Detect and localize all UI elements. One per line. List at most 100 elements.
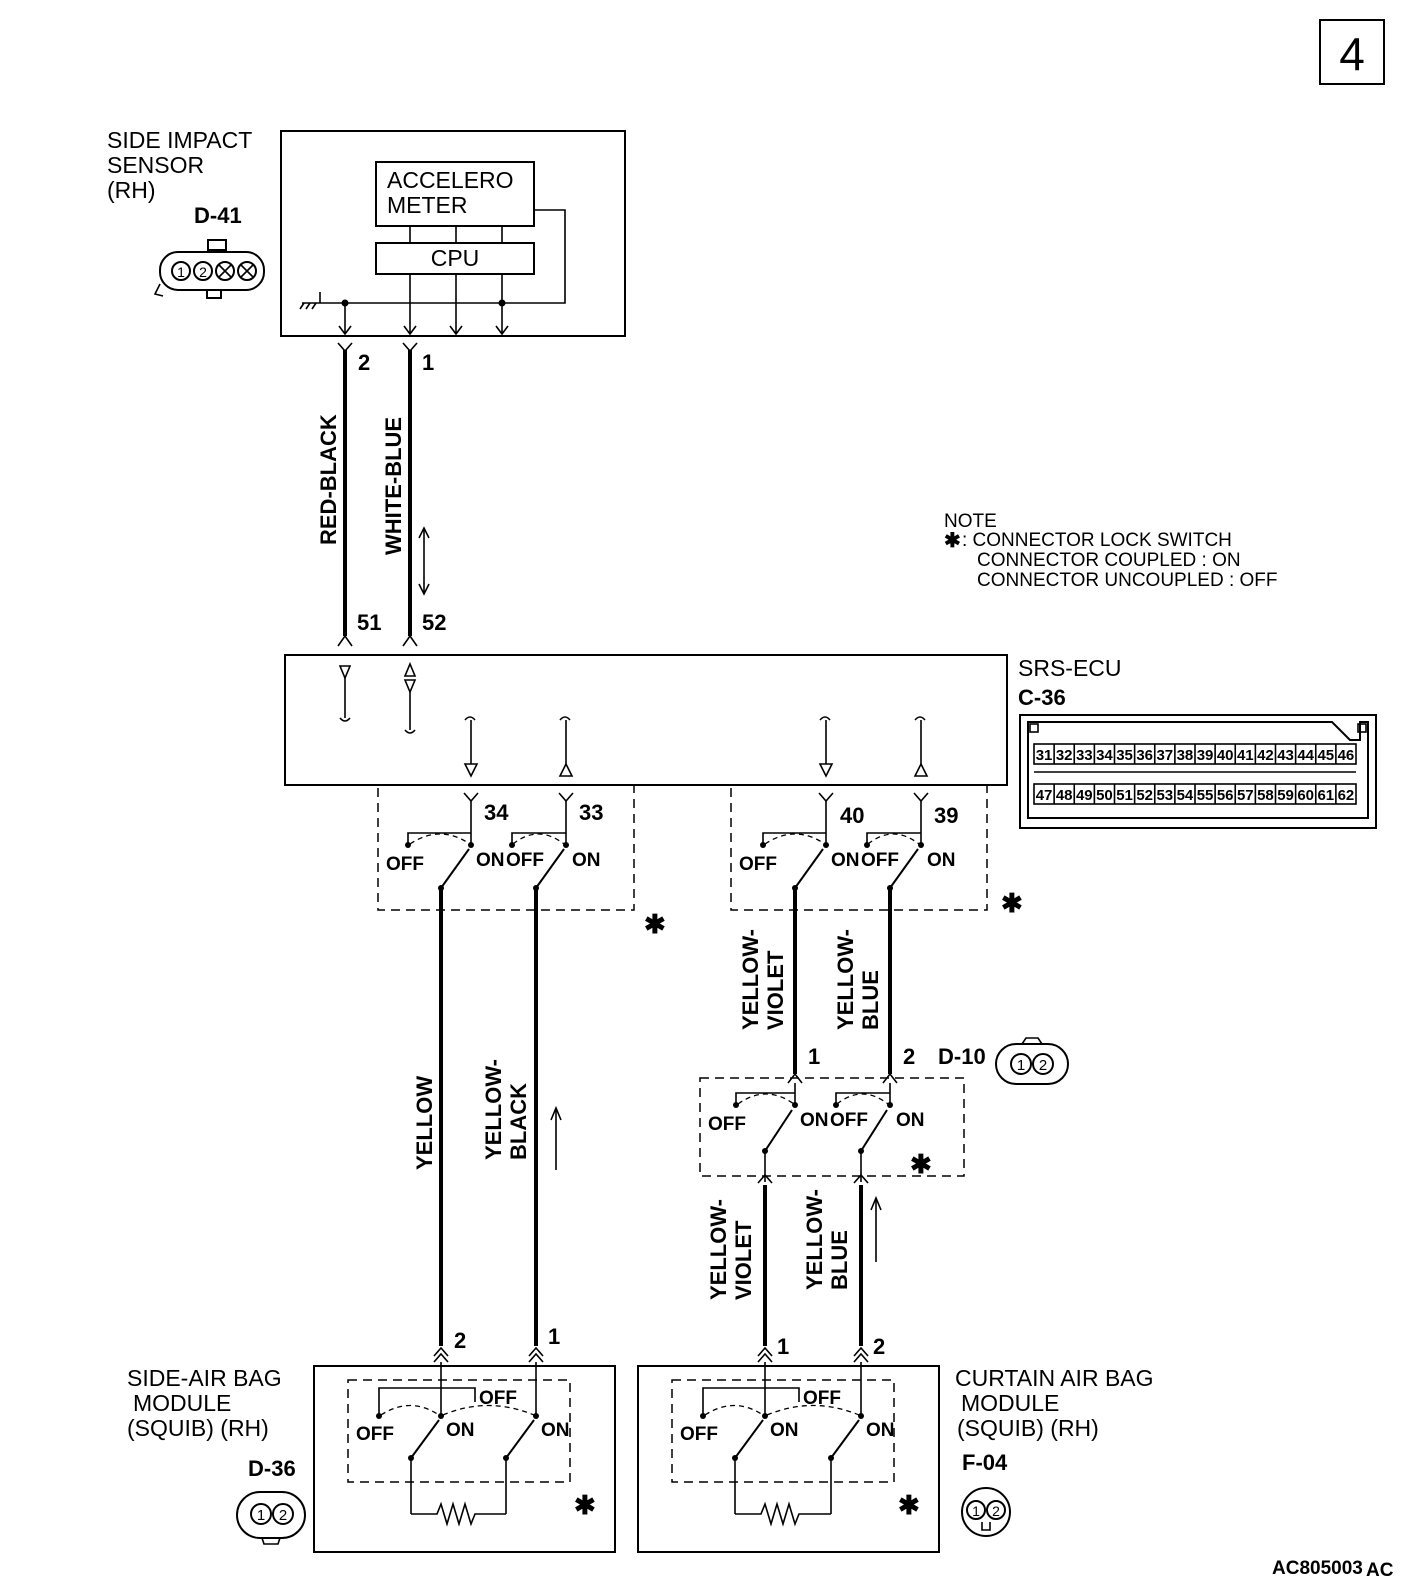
switch-off-label: OFF bbox=[506, 850, 544, 871]
c36-pin: 47 bbox=[1036, 787, 1053, 804]
c36-pin: 31 bbox=[1036, 747, 1053, 764]
page-number-box bbox=[1319, 19, 1385, 85]
switch-on-label: ON bbox=[927, 850, 956, 871]
cpu-label: CPU bbox=[431, 245, 480, 271]
f04-connector-icon: 1 2 bbox=[961, 1487, 1011, 1537]
note-title: NOTE bbox=[944, 511, 997, 532]
c36-pin: 34 bbox=[1096, 747, 1113, 764]
note-line-1: : CONNECTOR LOCK SWITCH bbox=[962, 530, 1232, 551]
side-airbag-label-1: SIDE-AIR BAG bbox=[127, 1365, 282, 1391]
wire-white-blue: WHITE-BLUE bbox=[381, 417, 406, 555]
accelerometer-box bbox=[375, 161, 535, 227]
c36-pin: 40 bbox=[1217, 747, 1234, 764]
c36-pin: 56 bbox=[1217, 787, 1234, 804]
wire-yellow-blue-lower-1: YELLOW- bbox=[802, 1189, 827, 1290]
switch-on-label: ON bbox=[476, 850, 505, 871]
ecu-terminal-34: 34 bbox=[484, 800, 509, 825]
c36-pin: 52 bbox=[1136, 787, 1153, 804]
curtain-airbag-connector-id: F-04 bbox=[962, 1450, 1008, 1475]
switch-off-label: OFF bbox=[861, 850, 899, 871]
note-line-2: CONNECTOR COUPLED : ON bbox=[977, 550, 1241, 571]
srs-ecu-label: SRS-ECU bbox=[1018, 655, 1122, 681]
c36-pin: 51 bbox=[1116, 787, 1133, 804]
srs-ecu-connector-id: C-36 bbox=[1018, 685, 1066, 710]
c36-pin: 61 bbox=[1317, 787, 1334, 804]
cpu-box bbox=[375, 242, 535, 275]
sensor-label-2: SENSOR bbox=[107, 152, 204, 178]
switch-on-label: ON bbox=[896, 1110, 925, 1131]
switch-off-label: OFF bbox=[803, 1388, 841, 1409]
ecu-switch-block-right bbox=[730, 784, 988, 1084]
side-airbag-terminal-2: 2 bbox=[454, 1328, 466, 1353]
sensor-terminal-1: 1 bbox=[422, 350, 434, 375]
note-line-3: CONNECTOR UNCOUPLED : OFF bbox=[977, 570, 1278, 591]
c36-pin: 36 bbox=[1136, 747, 1153, 764]
f04-pin-2: 2 bbox=[992, 1503, 1000, 1519]
ecu-switch-block-left bbox=[377, 784, 635, 1346]
curtain-airbag-label-1: CURTAIN AIR BAG bbox=[955, 1365, 1154, 1391]
lock-switch-star: ✱ bbox=[644, 909, 666, 939]
ecu-terminal-40: 40 bbox=[840, 803, 864, 828]
switch-on-label: ON bbox=[541, 1420, 570, 1441]
side-airbag-connector-id: D-36 bbox=[248, 1456, 296, 1481]
current-direction-arrows bbox=[550, 1105, 882, 1262]
c36-connector-icon bbox=[1019, 714, 1377, 829]
d41-pin-2: 2 bbox=[199, 264, 207, 280]
side-airbag-label-2: MODULE bbox=[133, 1390, 231, 1416]
wire-yellow-violet-lower-1: YELLOW- bbox=[706, 1199, 731, 1300]
d41-pin-1: 1 bbox=[177, 264, 185, 280]
c36-pin: 32 bbox=[1056, 747, 1073, 764]
c36-pin: 46 bbox=[1338, 747, 1355, 764]
d10-connector-icon: 1 2 bbox=[995, 1037, 1069, 1085]
curtain-airbag-terminal-1: 1 bbox=[777, 1334, 789, 1359]
switch-on-label: ON bbox=[831, 850, 860, 871]
side-impact-sensor-box bbox=[280, 130, 626, 337]
d10-terminal-1: 1 bbox=[808, 1044, 820, 1069]
side-airbag-module-box bbox=[313, 1362, 616, 1553]
accelerometer-label-1: ACCELERO bbox=[387, 167, 514, 193]
wire-yellow-black-2: BLACK bbox=[506, 1083, 531, 1160]
c36-pin: 57 bbox=[1237, 787, 1254, 804]
lock-switch-star: ✱ bbox=[1001, 888, 1023, 918]
switch-off-label: OFF bbox=[479, 1388, 517, 1409]
ecu-terminal-33: 33 bbox=[579, 800, 603, 825]
curtain-airbag-label-2: MODULE bbox=[961, 1390, 1059, 1416]
c36-pin: 41 bbox=[1237, 747, 1254, 764]
sensor-terminal-2: 2 bbox=[358, 350, 370, 375]
ecu-terminal-51: 51 bbox=[357, 610, 381, 635]
d36-pin-1: 1 bbox=[257, 1507, 265, 1524]
curtain-airbag-terminal-2: 2 bbox=[873, 1334, 885, 1359]
d10-pin-2: 2 bbox=[1039, 1057, 1047, 1074]
lock-switch-star: ✱ bbox=[574, 1490, 596, 1520]
note-star: ✱ bbox=[944, 530, 961, 552]
f04-pin-1: 1 bbox=[972, 1503, 980, 1519]
switch-off-label: OFF bbox=[680, 1424, 718, 1445]
wire-yellow-blue-upper-1: YELLOW- bbox=[833, 929, 858, 1030]
sensor-connector-id: D-41 bbox=[194, 203, 242, 228]
c36-pin: 39 bbox=[1197, 747, 1214, 764]
ecu-terminal-52: 52 bbox=[422, 610, 446, 635]
c36-pin: 35 bbox=[1116, 747, 1133, 764]
d10-connector-id: D-10 bbox=[938, 1044, 986, 1069]
c36-pin: 37 bbox=[1156, 747, 1173, 764]
c36-pin: 50 bbox=[1096, 787, 1113, 804]
switch-off-label: OFF bbox=[830, 1110, 868, 1131]
switch-on-label: ON bbox=[446, 1420, 475, 1441]
curtain-airbag-label-3: (SQUIB) (RH) bbox=[957, 1415, 1099, 1441]
switch-on-label: ON bbox=[770, 1420, 799, 1441]
module-connector-marks bbox=[433, 1346, 869, 1363]
c36-pin: 53 bbox=[1156, 787, 1173, 804]
side-airbag-terminal-1: 1 bbox=[548, 1324, 560, 1349]
c36-pin: 44 bbox=[1297, 747, 1314, 764]
accelerometer-label-2: METER bbox=[387, 192, 468, 218]
wire-yellow-violet-upper-2: VIOLET bbox=[763, 950, 788, 1030]
side-airbag-label-3: (SQUIB) (RH) bbox=[127, 1415, 269, 1441]
d10-terminal-2: 2 bbox=[903, 1044, 915, 1069]
wire-yellow: YELLOW bbox=[412, 1076, 437, 1170]
wire-yellow-blue-upper-2: BLUE bbox=[858, 970, 883, 1030]
c36-pin: 62 bbox=[1338, 787, 1355, 804]
ecu-internal-marks bbox=[338, 661, 929, 778]
wire-yellow-violet-lower-2: VIOLET bbox=[731, 1220, 756, 1300]
